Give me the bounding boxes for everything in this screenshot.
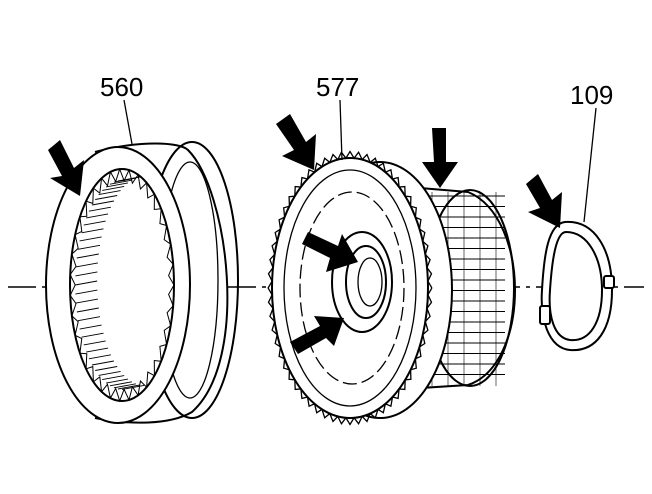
ring-gear-teeth <box>69 167 175 403</box>
leader-577 <box>339 99 343 161</box>
snap-ring-109 <box>539 107 615 352</box>
leader-560 <box>123 99 133 145</box>
arrow-icon <box>422 128 458 188</box>
arrow-icon <box>276 114 316 170</box>
callout-109: 109 <box>570 80 613 110</box>
arrow-icon <box>526 174 562 228</box>
arrow-icon <box>290 316 344 354</box>
ring-gear-560 <box>45 99 239 424</box>
callout-560: 560 <box>100 72 143 102</box>
carrier-577 <box>267 99 517 426</box>
arrow-icon <box>48 140 84 196</box>
leader-109 <box>583 107 597 223</box>
callout-577: 577 <box>316 72 359 102</box>
sun-gear-teeth <box>267 150 433 426</box>
arrow-icon <box>302 232 358 272</box>
